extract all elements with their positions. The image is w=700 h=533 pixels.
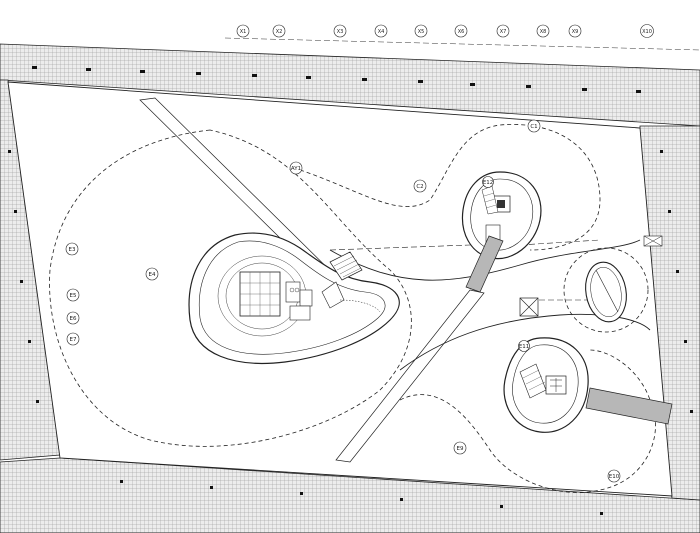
area-tag-label: E10 [609,474,620,480]
dashed-connector [329,239,620,301]
square-x-marker [519,297,539,317]
dashed-zone-bottom-right [399,349,656,493]
dashed-zone-left [49,129,412,447]
area-tag-label: E7 [70,337,77,343]
ramp-north-east [465,235,504,293]
grid-axis-line [224,37,700,51]
grid-axis-label: X10 [642,29,652,35]
area-tag-label: C1 [530,124,537,130]
bottom-paving-band [0,457,700,533]
grid-axis-label: X9 [572,29,579,35]
area-tag-label: E5 [70,293,77,299]
entry-marker-east [643,235,663,247]
pod-south-east [503,337,589,433]
ramp-south-east [585,387,673,425]
area-tag-label: E6 [70,316,77,322]
area-tag-label: E11 [519,344,529,350]
top-paving-band [0,43,700,127]
area-tag-label: E9 [457,446,464,452]
area-tag-label: E4 [149,272,156,278]
grid-axis-label: X5 [418,29,425,35]
sweeping-curve-upper [329,239,641,281]
grid-axis-label: X3 [337,29,344,35]
grid-axis-label: X7 [500,29,507,35]
area-tag-label: C2 [416,184,423,190]
grid-axis-label: X2 [276,29,283,35]
paving-markers [8,66,693,515]
area-tags: AY1 C1 C2 E3 E4 E5 E6 E7 E9 E10 E11 E12 [65,119,621,483]
grid-axis-label: X4 [378,29,385,35]
area-tag-label: E12 [483,180,493,186]
oval-planter-east [585,261,627,323]
grid-axes: X1 X2 X3 X4 X5 X6 X7 X8 X9 X10 [236,24,654,38]
grid-axis-label: X1 [240,29,247,35]
area-tag-label: E3 [69,247,76,253]
central-pavilion [188,232,400,365]
grid-axis-label: X8 [540,29,547,35]
sweeping-curve-lower [399,313,651,371]
grid-axis-label: X6 [458,29,465,35]
area-tag-label: AY1 [291,166,301,172]
dashed-zone-top-right [299,124,601,251]
